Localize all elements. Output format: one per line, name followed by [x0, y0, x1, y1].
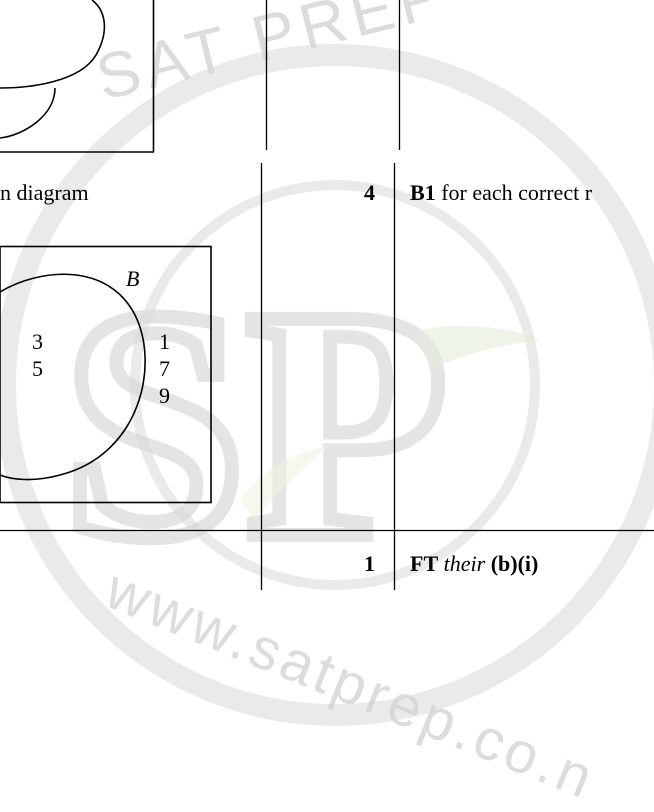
- prev-diagram-ellipse: [0, 0, 106, 89]
- watermark: SP: [0, 44, 654, 726]
- venn-outside-value: 9: [159, 383, 170, 408]
- guidance-code: FT: [410, 551, 439, 576]
- prev-diagram-arc: [0, 87, 56, 139]
- watermark-outer-ring: [0, 44, 654, 726]
- part-b-i-label: n diagram: [0, 180, 89, 205]
- watermark-leaf-icon-2: [240, 445, 330, 520]
- venn-inside-value: 5: [32, 356, 43, 381]
- guidance-code: B1: [410, 180, 436, 205]
- venn-set-label: B: [126, 266, 140, 291]
- guidance-their: their: [443, 551, 486, 576]
- watermark-inner-ring: [130, 180, 540, 590]
- venn-inside-value: 3: [32, 329, 43, 354]
- table-and-diagrams: [0, 0, 654, 590]
- watermark-logo-s: SP: [62, 242, 447, 607]
- part-b-ii-marks: 1: [364, 551, 375, 576]
- venn-outside-value: 1: [159, 329, 170, 354]
- venn-universal-set: [0, 245, 212, 504]
- part-b-i-marks: 4: [364, 180, 375, 205]
- guidance-text: for each correct r: [435, 180, 593, 205]
- venn-circle-b: [0, 273, 146, 481]
- part-b-ii-guidance: FT their (b)(i): [410, 553, 538, 575]
- venn-outside-value: 7: [159, 356, 170, 381]
- watermark-leaf-icon: [420, 325, 540, 370]
- guidance-ref: (b)(i): [490, 551, 539, 576]
- part-b-i-guidance: B1 for each correct r: [410, 182, 592, 204]
